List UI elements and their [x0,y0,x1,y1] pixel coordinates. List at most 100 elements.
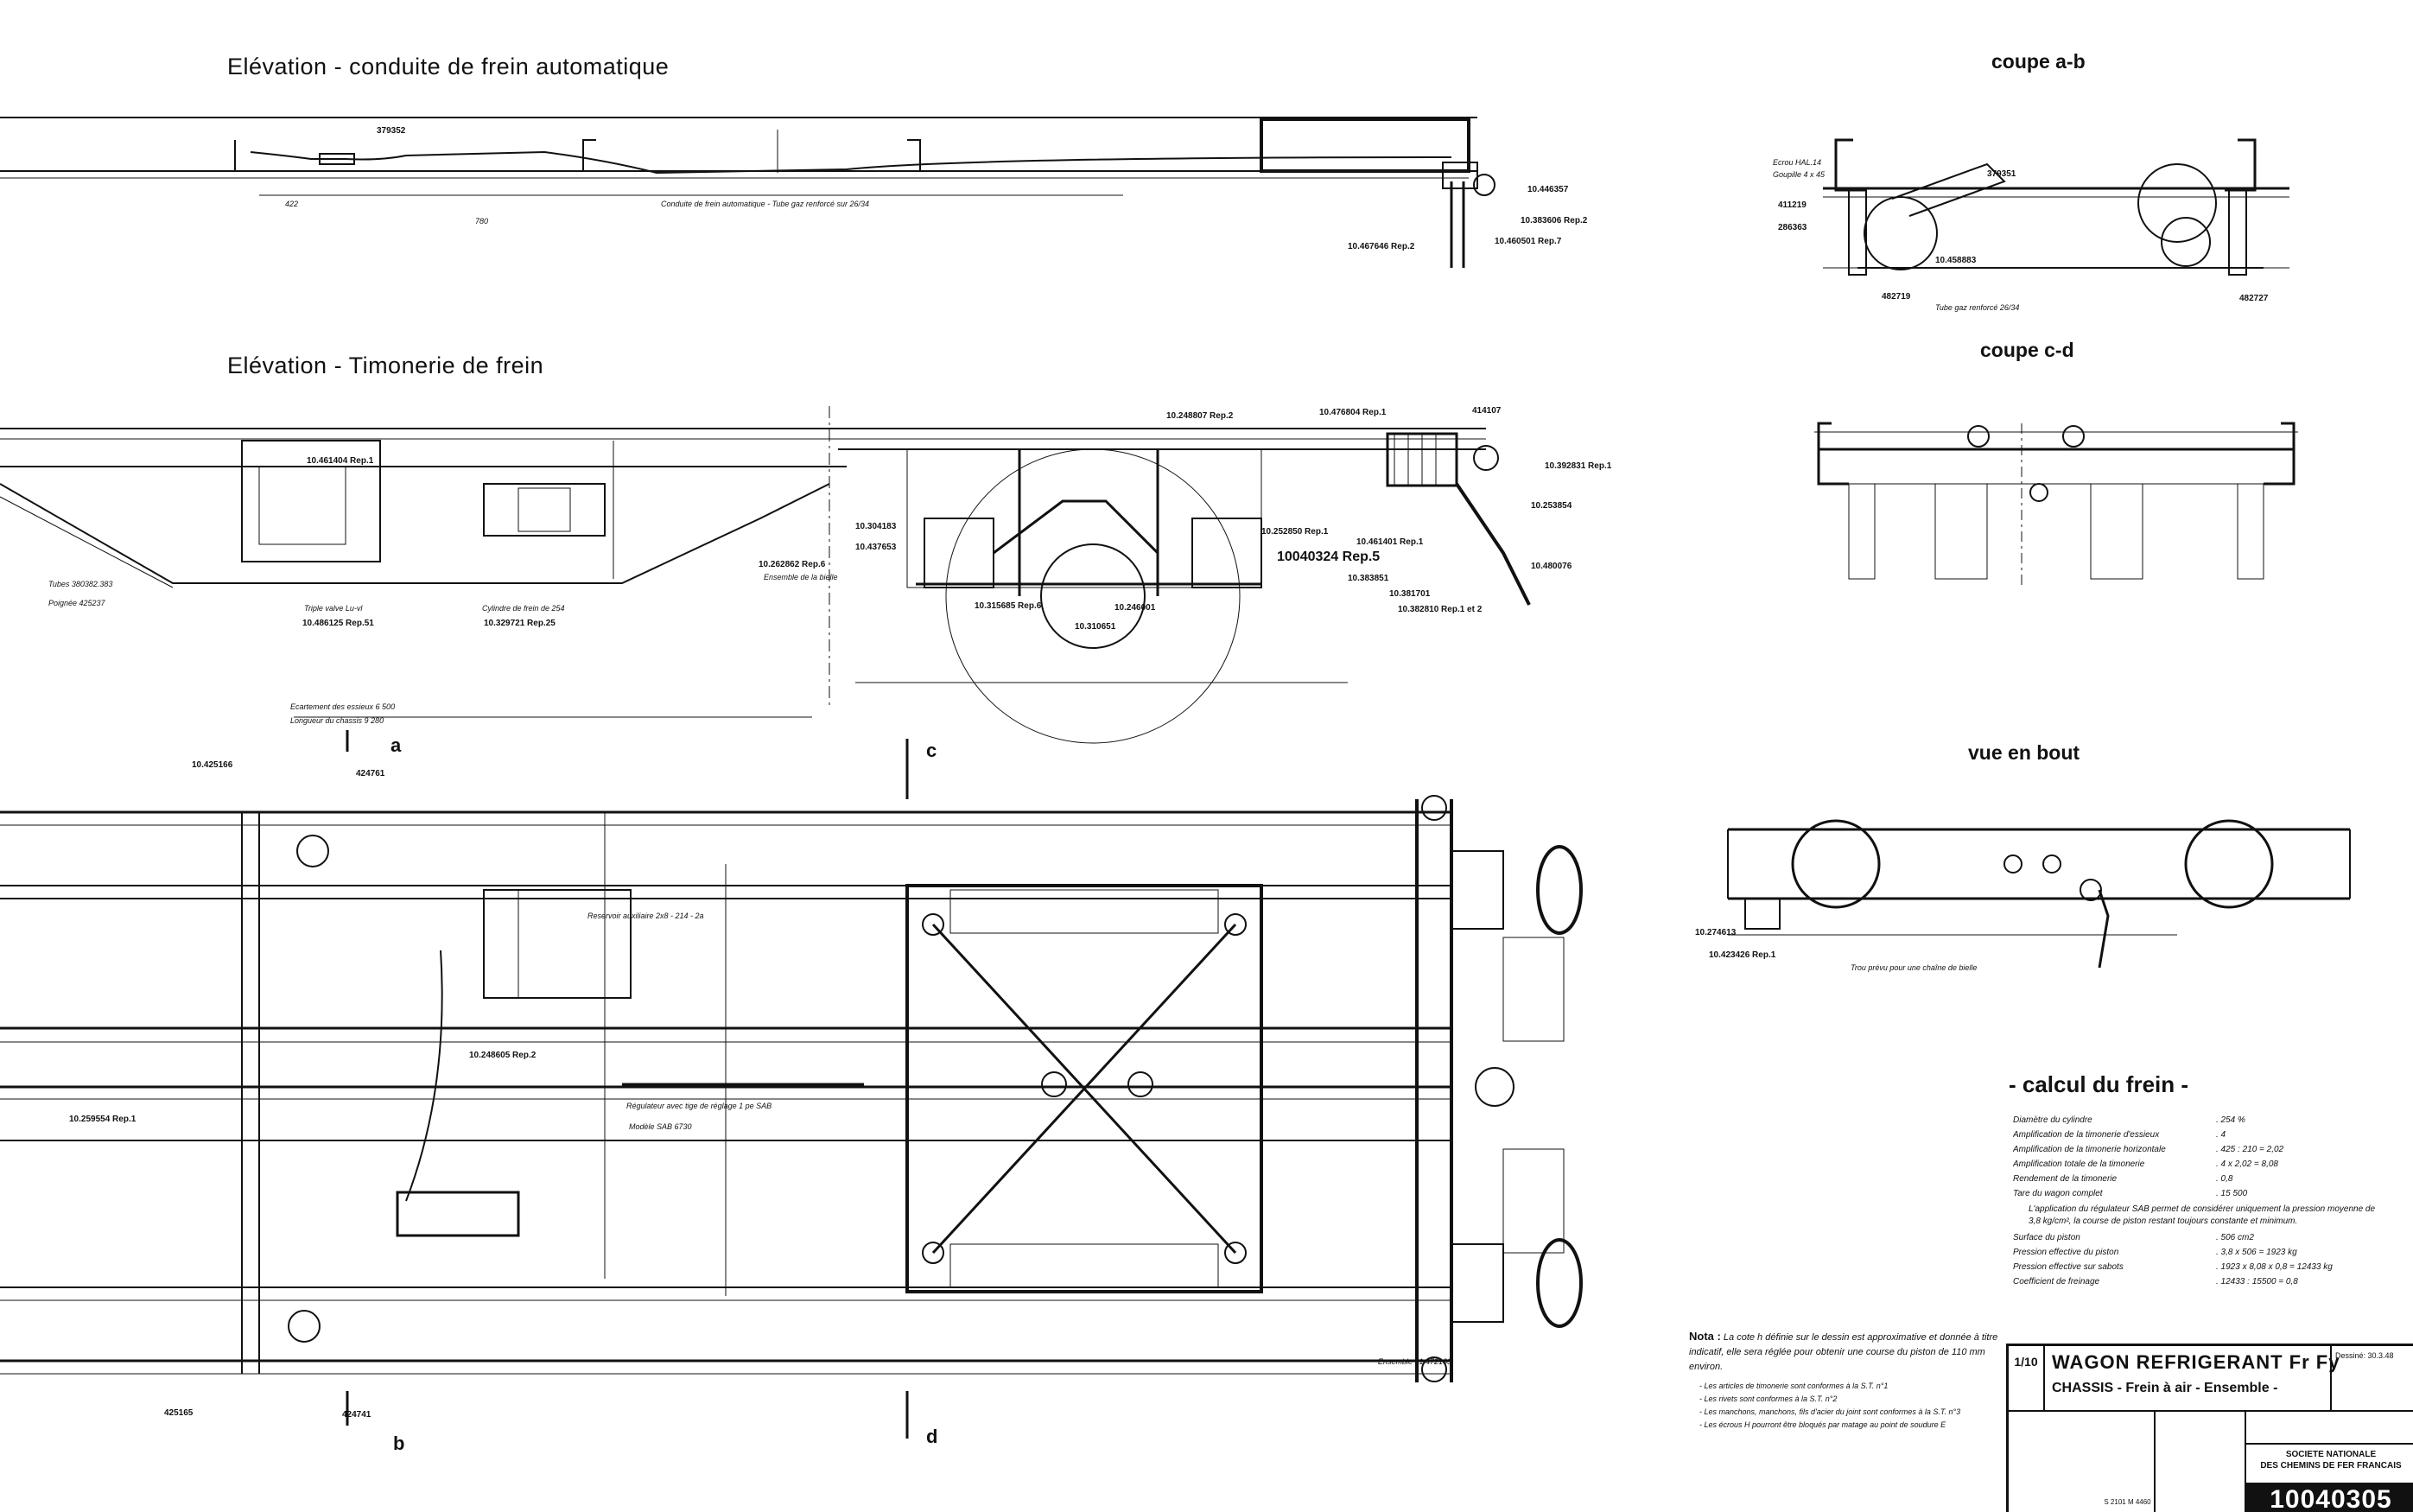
ref-label: 10.304183 [855,522,897,531]
ref-label: 10.259554 Rep.1 [69,1115,137,1124]
end-view-title: vue en bout [1968,741,2080,764]
ref-label: 10.382810 Rep.1 et 2 [1398,605,1483,614]
calc-key: Surface du piston [2013,1233,2080,1242]
ref-label: 286363 [1778,223,1807,232]
title-side-box: Dessiné: 30.3.48 [2330,1346,2413,1412]
elevation-brake-rigging-title: Elévation - Timonerie de frein [227,353,544,378]
end-view [1727,819,2351,969]
section-mark-c: c [926,740,937,761]
regulator-model-label: Modèle SAB 6730 [629,1122,692,1131]
calc-value: . 506 cm2 [2216,1233,2254,1242]
elevation-brake-rigging [0,406,1531,744]
calc-value: . 1923 x 8,08 x 0,8 = 12433 kg [2216,1262,2333,1272]
drawing-note: Nota : La cote h définie sur le dessin e… [1689,1329,2000,1432]
reservoir-label: Reservoir auxiliaire 2x8 - 214 - 2a [587,912,704,920]
ref-label: 10.383606 Rep.2 [1521,216,1588,226]
ensemble-label: Ensemble 01.472103 [1378,1357,1452,1366]
ref-label: 10.461401 Rep.1 [1356,537,1424,547]
calc-value: . 15 500 [2216,1189,2248,1198]
elevation-brake-pipe [0,117,1495,268]
calc-key: Amplification totale de la timonerie [2013,1159,2145,1169]
ref-label: 10.437653 [855,543,897,552]
drawing-number: 10040305 [2246,1484,2413,1512]
ref-label: 10.246001 [1114,603,1156,613]
ref-label: 10.381701 [1389,589,1431,599]
ref-label: 10.480076 [1531,562,1572,571]
calc-row: Diamètre du cylindre. 254 % [2013,1113,2376,1128]
calc-row: Rendement de la timonerie . 0,8 [2013,1172,2376,1186]
calc-key: Tare du wagon complet [2013,1189,2103,1198]
calc-row: Pression effective sur sabots . 1923 x 8,… [2013,1260,2376,1274]
ref-label: 10.392831 Rep.1 [1545,461,1612,471]
dimension-label: 422 [285,200,299,208]
ref-label: 10.262862 Rep.6 [759,560,826,569]
ref-label: 10.486125 Rep.51 [302,619,374,628]
signature-box [2009,1412,2156,1512]
section-mark-d: d [926,1426,938,1447]
regulator-label: Régulateur avec tige de réglage 1 pe SAB [626,1102,772,1110]
revision-box [2156,1412,2246,1512]
section-mark-a: a [391,734,402,756]
calc-key: Amplification de la timonerie horizontal… [2013,1145,2166,1154]
ref-label: 10.383851 [1348,574,1389,583]
chain-hole-label: Trou prévu pour une chaîne de bielle [1851,963,1978,972]
section-a-b-view [1823,138,2289,276]
poignee-label: Poignée 425237 [48,599,105,607]
ref-label: 10.310651 [1075,622,1116,632]
archive-reference: S 2101 M 4460 [2104,1498,2151,1506]
scale-box: 1/10 [2009,1346,2045,1412]
goupille-label: Goupille 4 x 45 [1773,170,1826,179]
section-c-d-view [1814,422,2298,588]
section-a-b-title: coupe a-b [1991,50,2086,73]
ref-label: 379351 [1987,169,2016,179]
calc-value: . 0,8 [2216,1174,2233,1184]
calc-value: . 425 : 210 = 2,02 [2216,1145,2284,1154]
calc-key: Rendement de la timonerie [2013,1174,2118,1184]
pipe-note: Conduite de frein automatique - Tube gaz… [661,200,869,208]
ref-label: 10.458883 [1935,256,1977,265]
note-heading: Nota : [1689,1330,1721,1343]
ref-label: 411219 [1778,200,1807,210]
drawing-name: WAGON REFRIGERANT Fr Fy [2052,1351,2340,1373]
calc-key: Pression effective sur sabots [2013,1262,2124,1272]
ref-label: 10.423426 Rep.1 [1709,950,1776,960]
ref-label: 10.460501 Rep.7 [1495,237,1562,246]
calc-row: Pression effective du piston. 3,8 x 506 … [2013,1245,2376,1260]
calc-key: Amplification de la timonerie d'essieux [2013,1130,2160,1140]
ref-label: 10.253854 [1531,501,1572,511]
ref-label: 424741 [342,1410,371,1420]
calc-row: Tare du wagon complet . 15 500 [2013,1186,2376,1201]
organization-box: SOCIETE NATIONALE DES CHEMINS DE FER FRA… [2246,1443,2413,1484]
cylinder-label: Cylindre de frein de 254 [482,604,565,613]
chassis-length-label: Longueur du chassis 9 280 [290,716,384,725]
plan-view [0,730,1583,1439]
ref-label: 10.315685 Rep.6 [975,601,1042,611]
note-item: - Les rivets sont conformes à la S.T. n°… [1699,1394,1838,1403]
calc-key: Diamètre du cylindre [2013,1115,2092,1125]
note-text: La cote h définie sur le dessin est appr… [1689,1332,1998,1372]
ensemble-bielle-label: Ensemble de la bielle [764,573,838,581]
note-list: - Les articles de timonerie sont conform… [1689,1380,2000,1432]
triple-valve-label: Triple valve Lu-vl [304,604,363,613]
ref-label: 425165 [164,1408,194,1418]
ref-label: 10.467646 Rep.2 [1348,242,1415,251]
calc-note: L'application du régulateur SAB permet d… [2029,1204,2376,1226]
calc-value: . 3,8 x 506 = 1923 kg [2216,1248,2297,1257]
ref-label: 482719 [1882,292,1911,302]
brake-calculation-title: - calcul du frein - [2009,1071,2189,1097]
organization-line2: DES CHEMINS DE FER FRANCAIS [2260,1461,2402,1471]
calc-row: Surface du piston . 506 cm2 [2013,1230,2376,1245]
ref-label: 10.329721 Rep.25 [484,619,556,628]
section-mark-b: b [393,1433,405,1454]
section-c-d-title: coupe c-d [1980,339,2074,361]
title-main: WAGON REFRIGERANT Fr Fy CHASSIS - Frein … [2045,1346,2340,1412]
organization-line1: SOCIETE NATIONALE [2285,1450,2377,1459]
ref-label: 10.274613 [1695,928,1737,937]
ref-label: 10.476804 Rep.1 [1319,408,1387,417]
elevation-brake-pipe-title: Elévation - conduite de frein automatiqu… [227,54,670,79]
drawing-subtitle: CHASSIS - Frein à air - Ensemble - [2052,1381,2278,1395]
ref-label: 10040324 Rep.5 [1277,550,1381,564]
ref-label: 10.461404 Rep.1 [307,456,374,466]
